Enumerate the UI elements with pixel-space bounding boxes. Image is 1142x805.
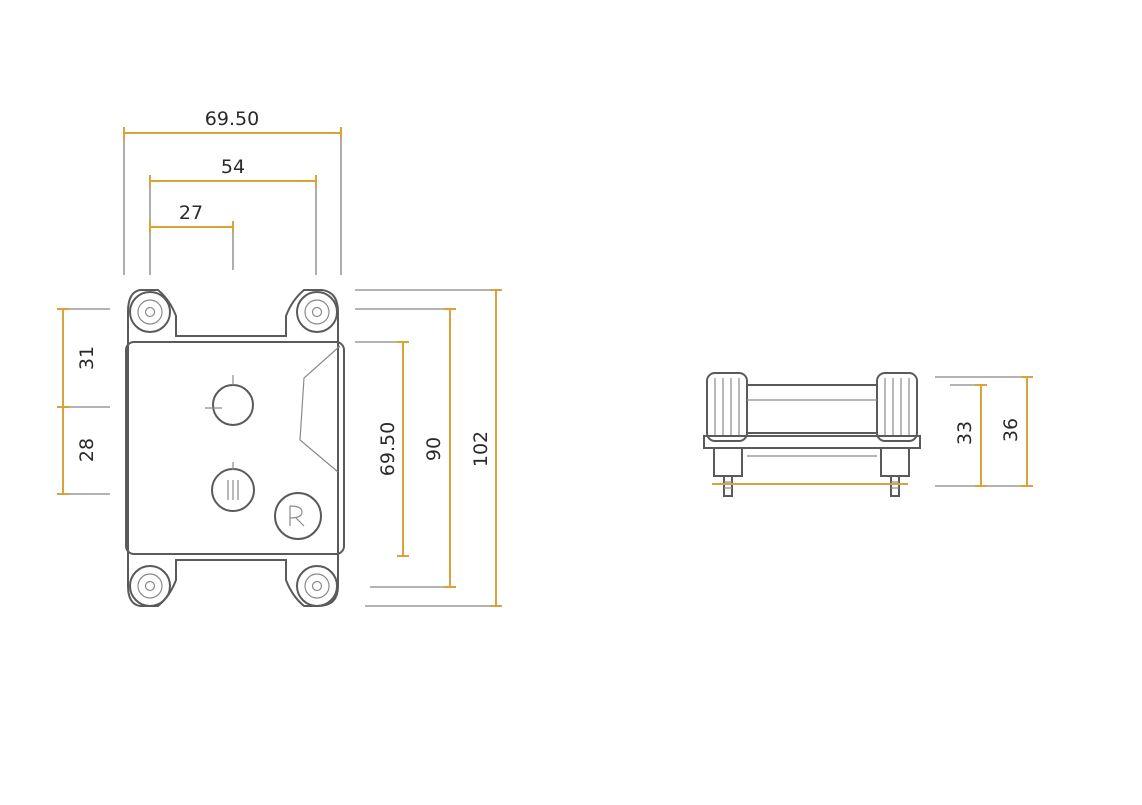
dim-width-half bbox=[149, 221, 234, 233]
dimension-labels: 69.50 54 27 31 28 69.50 90 102 33 36 bbox=[76, 108, 1022, 476]
screw-boss-top-right bbox=[296, 291, 338, 333]
end-cap-right bbox=[876, 372, 918, 442]
top-view bbox=[125, 289, 345, 607]
base-plate bbox=[703, 435, 921, 449]
dim-height-upper bbox=[57, 308, 69, 408]
label-width-half: 27 bbox=[179, 202, 203, 224]
dim-width-mounting bbox=[149, 175, 317, 187]
label-height-body: 69.50 bbox=[377, 422, 399, 476]
dim-width-overall bbox=[123, 127, 342, 139]
port-lower bbox=[211, 462, 255, 512]
label-height-mounting: 90 bbox=[423, 437, 445, 461]
label-side-overall: 36 bbox=[1000, 418, 1022, 442]
label-height-upper: 31 bbox=[76, 346, 98, 370]
block-body bbox=[125, 341, 345, 555]
mounting-bracket bbox=[127, 289, 339, 607]
extension-lines bbox=[60, 130, 1030, 607]
screw-boss-bottom-right bbox=[296, 565, 338, 607]
label-width-overall: 69.50 bbox=[205, 108, 259, 130]
dim-side-overall bbox=[1021, 376, 1033, 487]
screw-boss-top-left bbox=[129, 291, 171, 333]
dim-height-overall bbox=[490, 289, 502, 607]
logo-badge bbox=[274, 492, 322, 540]
port-upper bbox=[205, 375, 254, 426]
dimension-lines bbox=[57, 127, 1033, 607]
block-chamfer bbox=[299, 345, 341, 473]
label-side-body: 33 bbox=[954, 421, 976, 445]
dim-height-mounting bbox=[444, 308, 456, 588]
label-width-mounting: 54 bbox=[221, 156, 245, 178]
label-height-lower: 28 bbox=[76, 438, 98, 462]
dim-height-body bbox=[397, 341, 409, 557]
screw-boss-bottom-left bbox=[129, 565, 171, 607]
side-view bbox=[703, 372, 921, 497]
end-cap-left bbox=[706, 372, 748, 442]
dim-height-lower bbox=[57, 407, 69, 495]
dim-side-body bbox=[975, 384, 987, 487]
label-height-overall: 102 bbox=[470, 431, 492, 467]
